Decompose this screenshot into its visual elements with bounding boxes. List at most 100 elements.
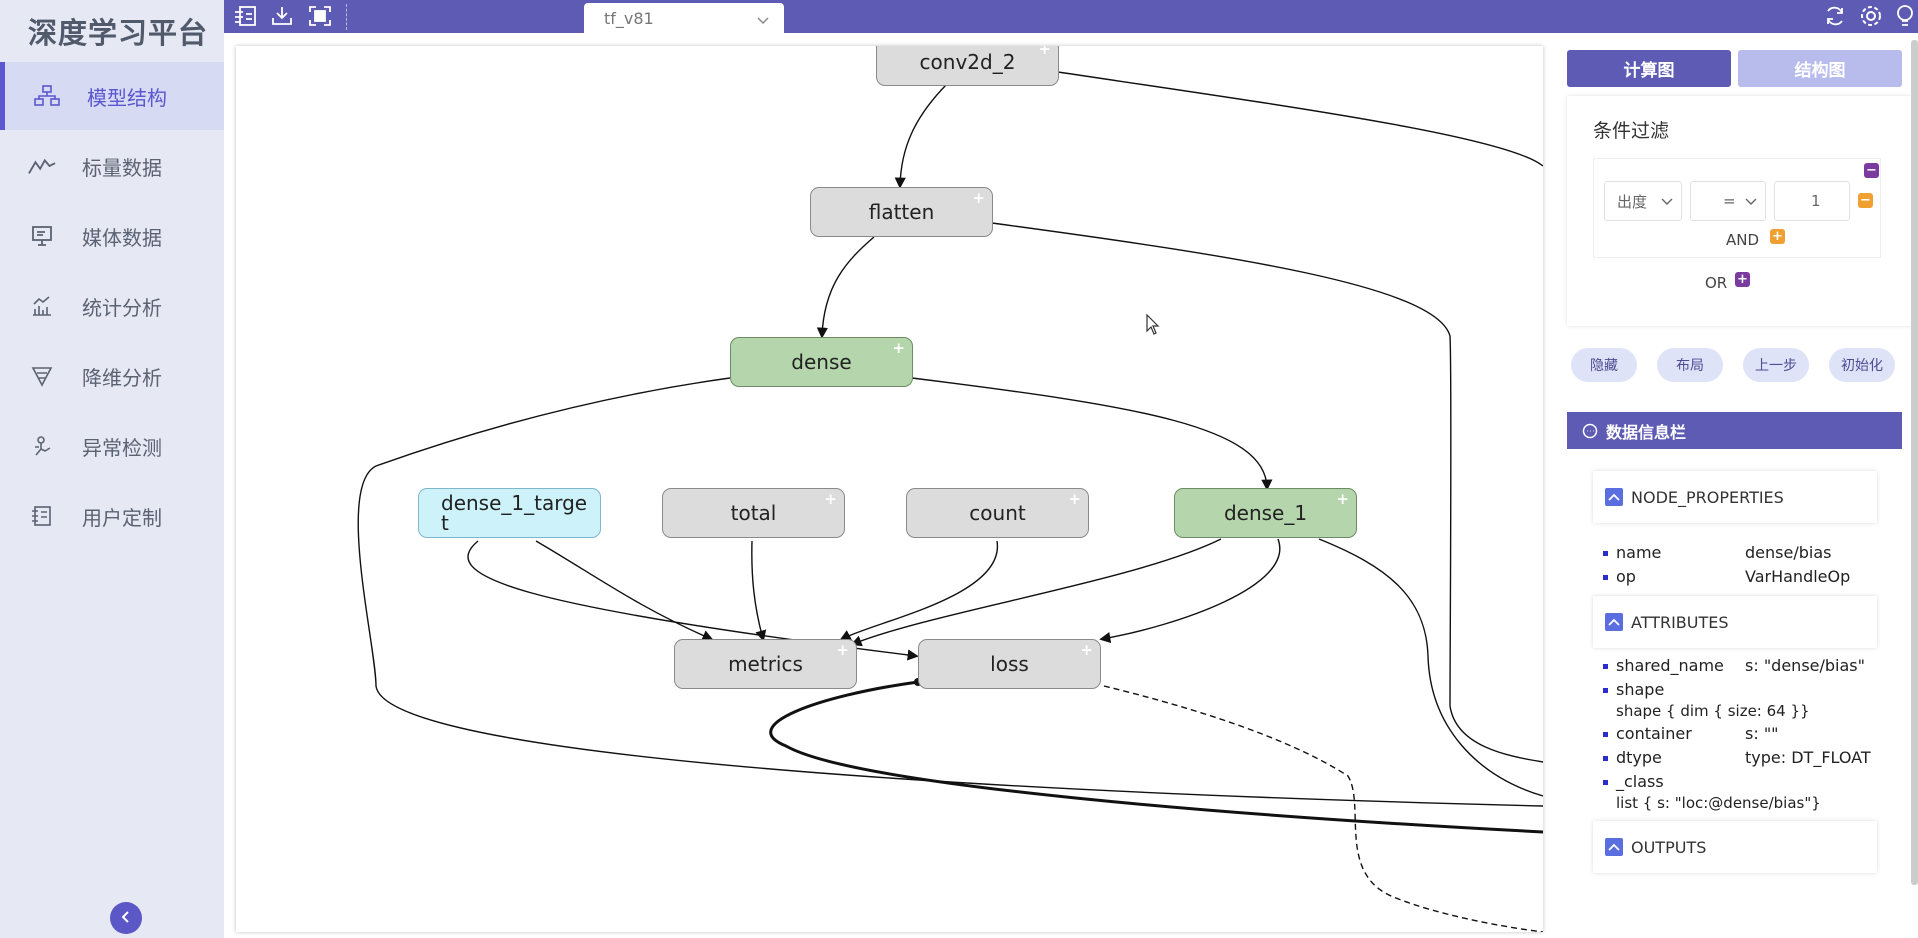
info-panel-title: 数据信息栏 — [1606, 422, 1687, 442]
section-title: OUTPUTS — [1631, 837, 1707, 857]
reset-button[interactable]: 初始化 — [1829, 348, 1895, 382]
expand-icon[interactable]: + — [972, 189, 985, 207]
model-select[interactable]: tf_v81 — [584, 3, 784, 33]
sidebar-item-label: 用户定制 — [82, 505, 162, 530]
chevron-down-icon — [756, 11, 770, 30]
tab-compute-graph[interactable]: 计算图 — [1567, 50, 1731, 87]
graph-canvas[interactable]: conv2d_2 + flatten + dense + dense_1_tar… — [236, 46, 1543, 932]
sidebar-item-scalar-data[interactable]: 标量数据 — [0, 132, 224, 200]
dimension-reduction-icon — [28, 364, 56, 388]
or-label: OR — [1705, 274, 1728, 292]
and-label: AND — [1726, 231, 1760, 249]
scalar-chart-icon — [28, 154, 56, 178]
graph-node-flatten[interactable]: flatten + — [810, 187, 993, 237]
graph-node-label: total — [730, 501, 777, 525]
attribute-value: type: DT_FLOAT — [1745, 748, 1871, 767]
expand-icon[interactable]: + — [1080, 641, 1093, 659]
layout-button[interactable]: 布局 — [1657, 348, 1723, 382]
sidebar-item-media-data[interactable]: 媒体数据 — [0, 202, 224, 270]
download-icon[interactable] — [269, 4, 295, 28]
graph-node-dense-1[interactable]: dense_1 + — [1174, 488, 1357, 538]
property-key: name — [1603, 543, 1661, 562]
fit-screen-icon[interactable] — [307, 4, 333, 28]
refresh-icon[interactable] — [1822, 4, 1848, 28]
info-bubble-icon — [1582, 423, 1598, 439]
sidebar-item-user-custom[interactable]: 用户定制 — [0, 482, 224, 550]
graph-node-metrics[interactable]: metrics + — [674, 639, 857, 689]
button-label: 初始化 — [1841, 358, 1883, 374]
chevron-left-icon — [120, 909, 132, 928]
graph-node-label: flatten — [868, 200, 935, 224]
collapse-sidebar-button[interactable] — [110, 902, 142, 934]
expand-icon[interactable]: + — [1068, 490, 1081, 508]
right-panel: 计算图 结构图 条件过滤 − 出度 = 1 − AND — [1555, 40, 1918, 938]
graph-node-dense-1-target[interactable]: dense_1_targe t — [418, 488, 601, 538]
section-node-properties[interactable]: NODE_PROPERTIES — [1593, 471, 1877, 523]
sidebar-item-label: 异常检测 — [82, 435, 162, 460]
section-attributes[interactable]: ATTRIBUTES — [1593, 596, 1877, 648]
section-title: ATTRIBUTES — [1631, 612, 1729, 632]
tab-label: 计算图 — [1623, 61, 1675, 81]
tab-structure-graph[interactable]: 结构图 — [1738, 50, 1902, 87]
model-select-value: tf_v81 — [604, 9, 654, 28]
button-label: 布局 — [1676, 358, 1704, 374]
graph-node-count[interactable]: count + — [906, 488, 1089, 538]
attribute-key: dtype — [1603, 748, 1662, 767]
property-value: dense/bias — [1745, 543, 1832, 562]
chevron-up-icon — [1605, 613, 1623, 631]
info-panel-header: 数据信息栏 — [1567, 412, 1902, 449]
chevron-up-icon — [1605, 488, 1623, 506]
sidebar-item-label: 模型结构 — [87, 85, 167, 110]
graph-node-label: dense_1_targe t — [441, 491, 588, 535]
sidebar: 深度学习平台 模型结构 标量数据 媒体数据 统计分析 降维分析 异常检测 — [0, 0, 224, 938]
chevron-down-icon — [1661, 193, 1673, 211]
graph-node-dense[interactable]: dense + — [730, 337, 913, 387]
operator-select[interactable]: = — [1690, 181, 1766, 221]
sidebar-item-anomaly-detection[interactable]: 异常检测 — [0, 412, 224, 480]
expand-icon[interactable]: + — [892, 339, 905, 357]
graph-edges — [357, 71, 1543, 932]
property-value: VarHandleOp — [1745, 567, 1851, 586]
value-input[interactable]: 1 — [1774, 181, 1850, 221]
expand-icon[interactable]: + — [836, 641, 849, 659]
attribute-value: shape { dim { size: 64 }} — [1616, 702, 1810, 720]
top-toolbar: tf_v81 — [224, 0, 1918, 33]
settings-icon[interactable] — [1858, 4, 1884, 28]
property-key: op — [1603, 567, 1636, 586]
graph-node-conv2d-2[interactable]: conv2d_2 + — [876, 46, 1059, 86]
graph-node-label: dense_1 — [1223, 501, 1308, 525]
add-and-condition-button[interactable]: + — [1770, 229, 1785, 244]
field-select[interactable]: 出度 — [1604, 181, 1682, 221]
attribute-key: _class — [1603, 772, 1664, 791]
graph-node-loss[interactable]: loss + — [918, 639, 1101, 689]
remove-condition-button[interactable]: − — [1858, 193, 1873, 208]
hide-button[interactable]: 隐藏 — [1571, 348, 1637, 382]
attribute-key: shape — [1603, 680, 1664, 699]
remove-group-button[interactable]: − — [1864, 163, 1879, 178]
bulb-icon[interactable] — [1892, 4, 1918, 28]
add-or-condition-button[interactable]: + — [1735, 272, 1750, 287]
graph-node-label: loss — [990, 652, 1029, 676]
condition-group: − 出度 = 1 − AND + — [1593, 158, 1881, 258]
graph-node-label: conv2d_2 — [919, 50, 1016, 74]
graph-node-total[interactable]: total + — [662, 488, 845, 538]
chevron-down-icon — [1745, 193, 1757, 211]
sidebar-item-model-structure[interactable]: 模型结构 — [0, 62, 224, 130]
import-icon[interactable] — [232, 4, 258, 28]
expand-icon[interactable]: + — [824, 490, 837, 508]
attribute-value: s: "" — [1745, 724, 1779, 743]
mouse-cursor-icon — [1146, 313, 1160, 340]
section-outputs[interactable]: OUTPUTS — [1593, 821, 1877, 873]
section-title: NODE_PROPERTIES — [1631, 487, 1784, 507]
expand-icon[interactable]: + — [1336, 490, 1349, 508]
sidebar-item-dimension-reduction[interactable]: 降维分析 — [0, 342, 224, 410]
sidebar-item-label: 统计分析 — [82, 295, 162, 320]
expand-icon[interactable]: + — [1038, 46, 1051, 58]
sidebar-item-label: 媒体数据 — [82, 225, 162, 250]
sidebar-item-statistics[interactable]: 统计分析 — [0, 272, 224, 340]
graph-node-label: count — [969, 501, 1026, 525]
operator-select-value: = — [1723, 192, 1736, 210]
undo-button[interactable]: 上一步 — [1743, 348, 1809, 382]
panel-scrollbar[interactable] — [1911, 40, 1918, 885]
graph-node-label: dense — [791, 350, 852, 374]
